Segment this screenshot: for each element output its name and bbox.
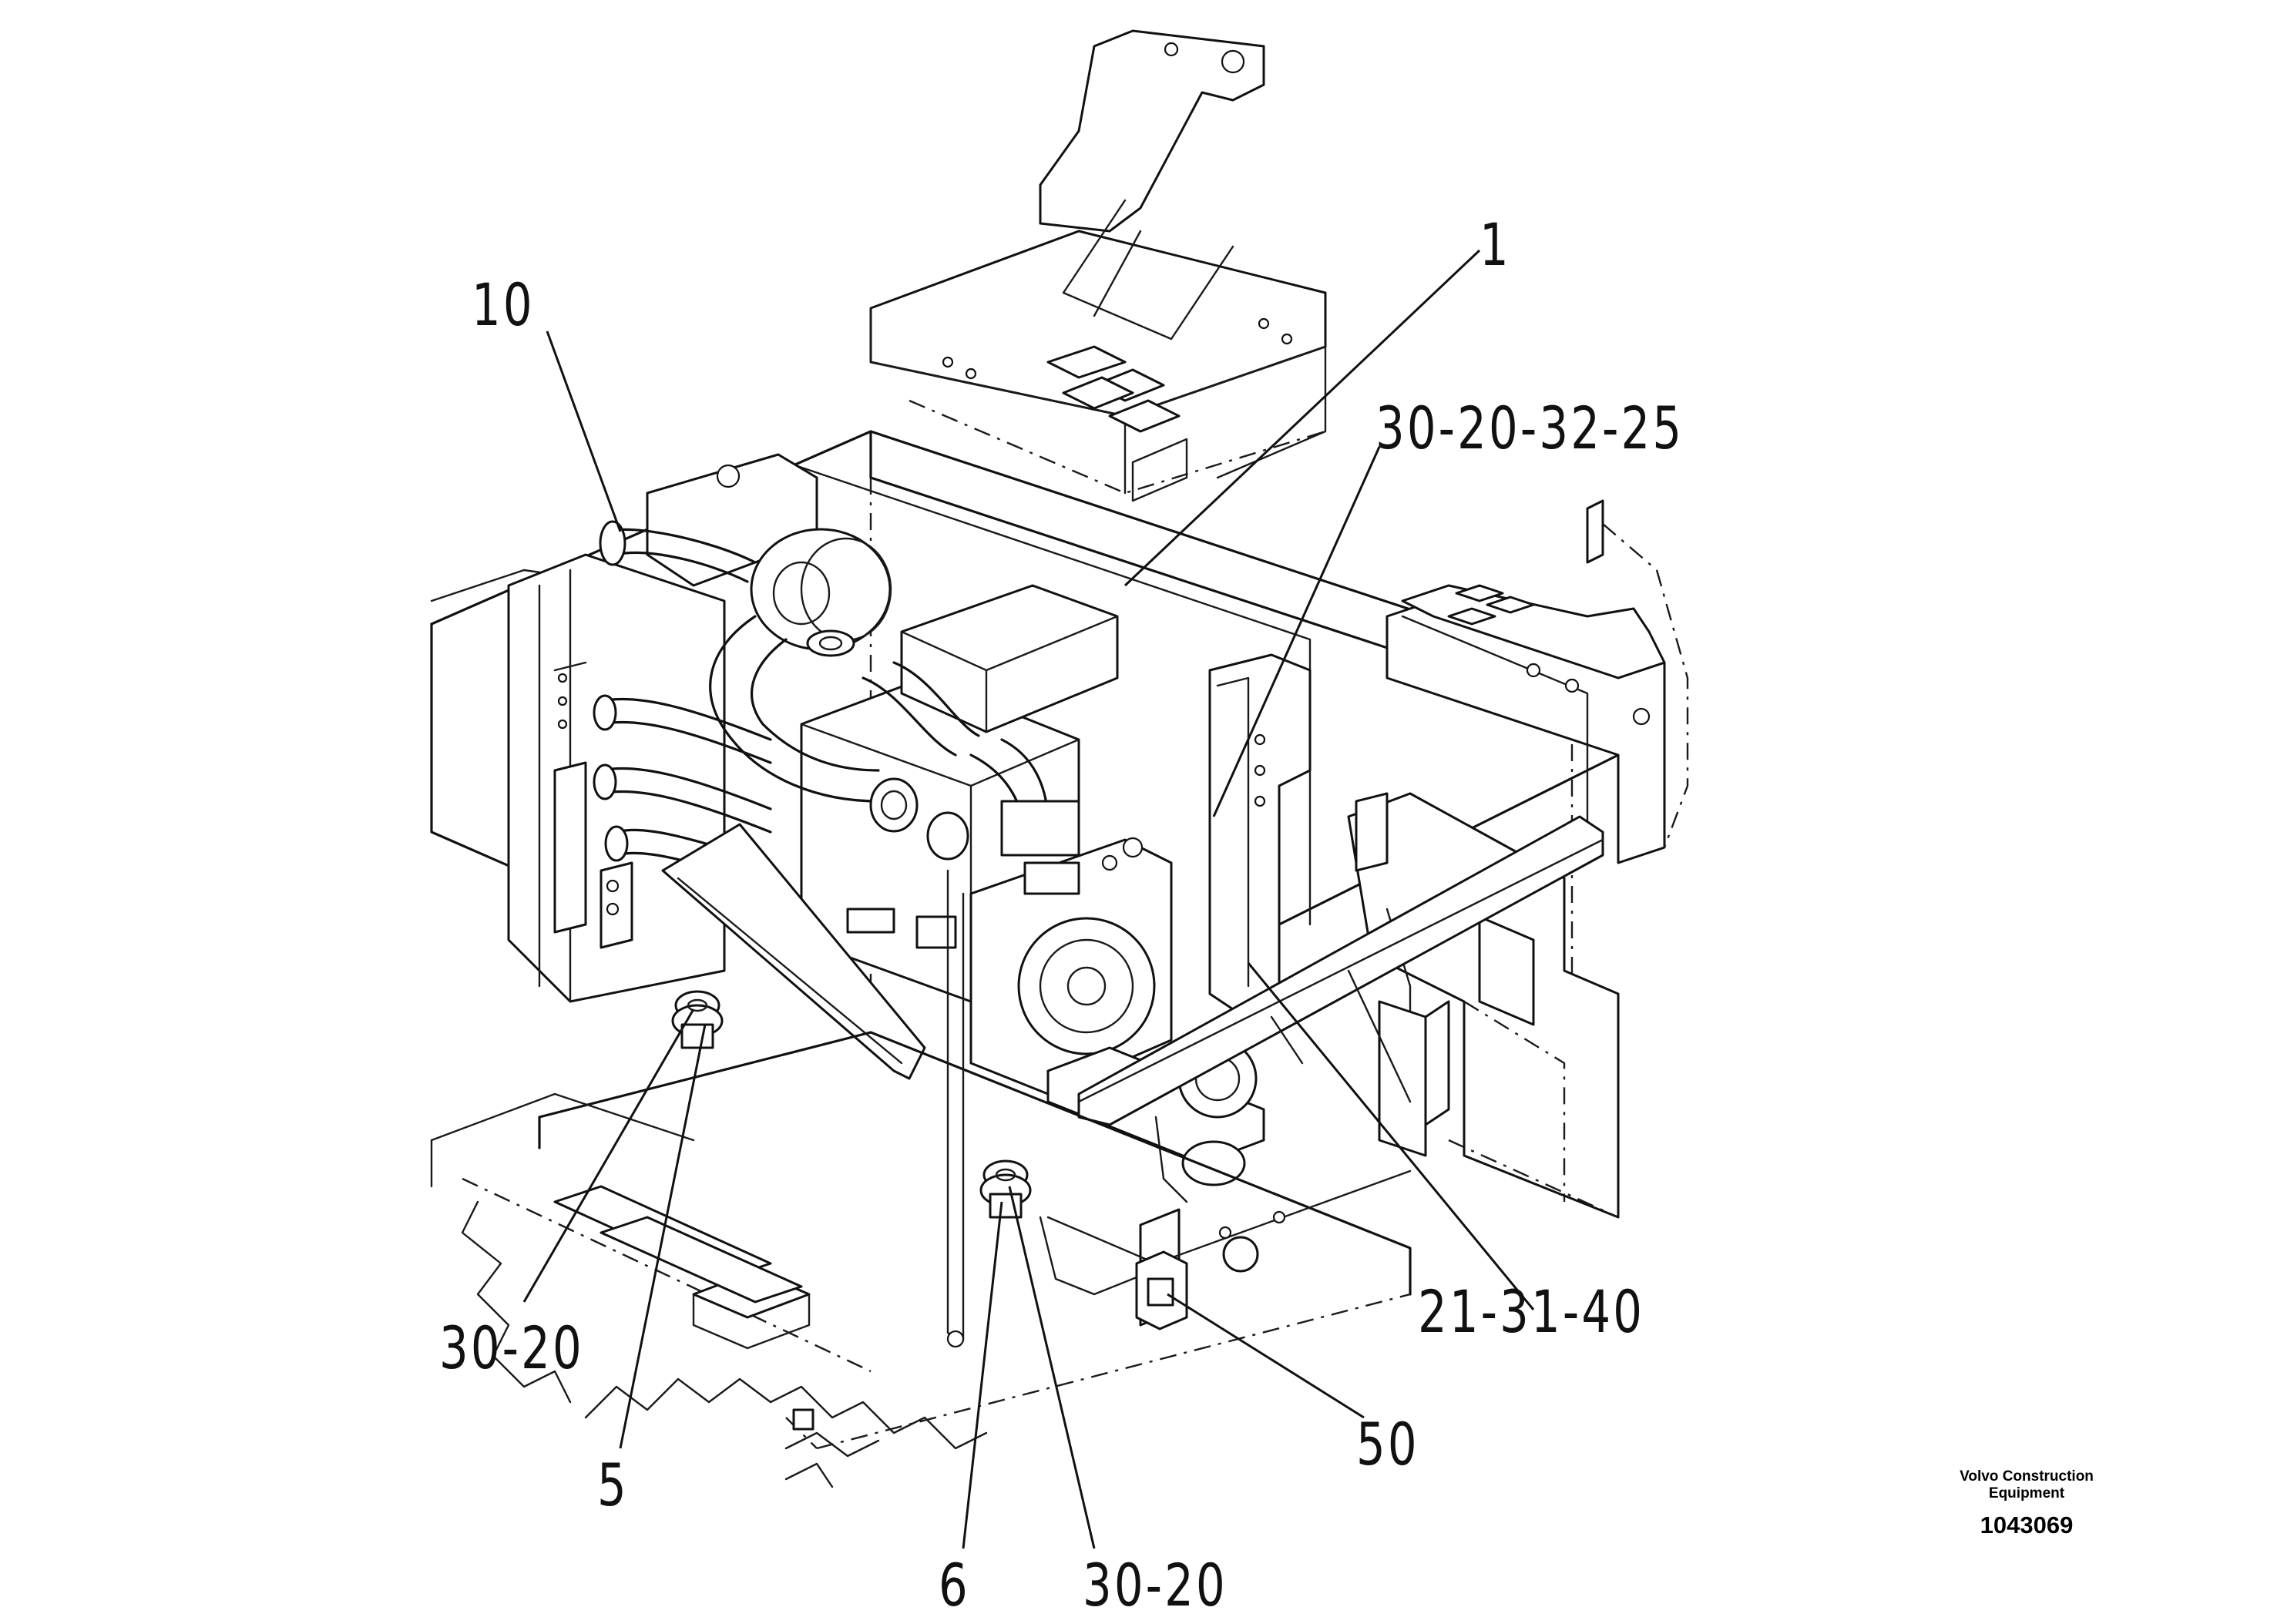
leader-50 xyxy=(1167,1293,1365,1419)
bracket-part-50 xyxy=(1135,1250,1188,1330)
leader-5 xyxy=(619,1024,707,1449)
callout-30-20-32-25: 30-20-32-25 xyxy=(1375,394,1684,462)
brand-line-1: Volvo Construction xyxy=(1960,1468,2094,1485)
leader-10 xyxy=(546,331,622,532)
brand-name: Volvo Construction Equipment xyxy=(1926,1468,2127,1502)
callout-30-20-bottom: 30-20 xyxy=(1083,1551,1228,1619)
cross-shaft xyxy=(1077,815,1604,1126)
leader-6 xyxy=(962,1201,1003,1549)
leader-30-20-bottom xyxy=(1008,1186,1096,1549)
leader-lines xyxy=(522,249,1535,1549)
right-side-plates xyxy=(1208,499,1689,1219)
engine-assembly xyxy=(709,528,1265,1203)
engine-mount-left xyxy=(671,990,724,1049)
leader-30-20-left xyxy=(522,1008,695,1303)
callout-6: 6 xyxy=(939,1551,970,1619)
callout-5: 5 xyxy=(597,1451,629,1519)
callout-21-31-40: 21-31-40 xyxy=(1418,1277,1645,1346)
upper-frame-bracket xyxy=(869,29,1327,502)
callout-1: 1 xyxy=(1480,210,1511,279)
leader-21-31-40 xyxy=(1247,962,1535,1310)
leader-1 xyxy=(1123,249,1481,587)
intake-pipes xyxy=(593,520,926,1080)
drawing-number: 1043069 xyxy=(1980,1512,2074,1538)
leader-30-20-32-25 xyxy=(1212,446,1381,817)
callout-50: 50 xyxy=(1356,1410,1419,1478)
engine-mount-right xyxy=(979,1159,1032,1219)
callout-30-20-left: 30-20 xyxy=(439,1314,584,1382)
callout-10: 10 xyxy=(472,270,535,339)
brand-line-2: Equipment xyxy=(1988,1485,2065,1502)
